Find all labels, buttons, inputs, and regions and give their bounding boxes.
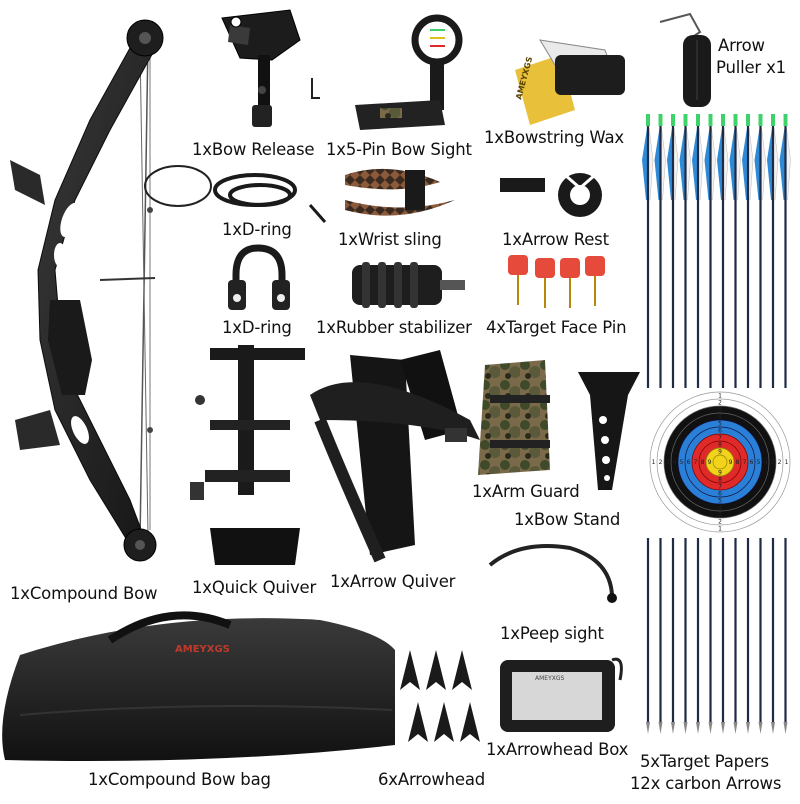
bag-brand-text: AMEYXGS — [175, 644, 230, 655]
arm-guard-image — [478, 360, 550, 475]
target-number-6-1: 6 — [687, 459, 691, 466]
label-peep-sight: 1xPeep sight — [500, 624, 604, 643]
target-number-2-3: 2 — [718, 519, 722, 526]
label-arrow-puller-2: Puller x1 — [716, 58, 786, 77]
target-number-9-2: 9 — [718, 449, 722, 456]
target-number-3-2: 3 — [718, 407, 722, 414]
target-number-1-3: 1 — [718, 526, 722, 533]
d-ring-metal-image — [228, 244, 290, 310]
target-number-5-0: 5 — [757, 459, 761, 466]
target-number-3-0: 3 — [771, 459, 775, 466]
label-carbon-arrows: 12x carbon Arrows — [630, 774, 782, 793]
target-number-1-2: 1 — [718, 393, 722, 400]
carbon-arrows-image — [642, 114, 791, 734]
compound-bow-image — [10, 19, 164, 562]
target-number-7-0: 7 — [743, 459, 747, 466]
target-number-3-3: 3 — [718, 512, 722, 519]
arrow-rest-image — [500, 173, 602, 217]
label-quick-quiver: 1xQuick Quiver — [192, 578, 317, 597]
box-brand-text: AMEYXGS — [535, 675, 564, 682]
label-d-ring-1: 1xD-ring — [222, 220, 292, 239]
label-wrist-sling: 1xWrist sling — [338, 230, 442, 249]
bow-sight-image — [355, 14, 463, 130]
target-number-1-1: 1 — [652, 459, 656, 466]
target-number-8-2: 8 — [718, 442, 722, 449]
label-rubber-stabilizer: 1xRubber stabilizer — [316, 318, 472, 337]
bow-release-image — [221, 9, 320, 127]
label-bow-sight: 1x5-Pin Bow Sight — [326, 140, 472, 159]
label-target-papers: 5xTarget Papers — [640, 752, 769, 771]
label-bow-release: 1xBow Release — [192, 140, 315, 159]
arrow-12 — [779, 114, 791, 734]
arrow-5 — [692, 114, 704, 734]
label-bowstring-wax: 1xBowstring Wax — [484, 128, 624, 147]
peep-sight-image — [488, 544, 617, 603]
target-face-pins-image — [508, 255, 605, 308]
label-compound-bow-bag: 1xCompound Bow bag — [88, 770, 271, 789]
label-arrowhead: 6xArrowhead — [378, 770, 486, 789]
arrowhead-box-image: AMEYXGS — [500, 657, 623, 732]
target-number-6-0: 6 — [750, 459, 754, 466]
d-ring-cord-image — [144, 165, 327, 223]
target-number-7-3: 7 — [718, 484, 722, 491]
arrow-8 — [729, 114, 741, 734]
target-number-4-2: 4 — [718, 414, 722, 421]
target-number-8-3: 8 — [718, 477, 722, 484]
arrow-6 — [704, 114, 716, 734]
target-number-3-1: 3 — [666, 459, 670, 466]
target-number-2-1: 2 — [659, 459, 663, 466]
compound-bow-bag-image: AMEYXGS — [2, 611, 396, 761]
target-number-5-2: 5 — [718, 421, 722, 428]
label-arrow-puller-1: Arrow — [718, 36, 765, 55]
arrow-10 — [754, 114, 766, 734]
label-arm-guard: 1xArm Guard — [472, 482, 580, 501]
target-number-9-3: 9 — [718, 470, 722, 477]
target-number-6-3: 6 — [718, 491, 722, 498]
label-arrowhead-box: 1xArrowhead Box — [486, 740, 629, 759]
target-number-4-0: 4 — [764, 459, 768, 466]
arrow-3 — [667, 114, 679, 734]
arrow-puller-image — [659, 12, 711, 107]
label-target-face-pin: 4xTarget Face Pin — [486, 318, 627, 337]
target-number-7-2: 7 — [718, 435, 722, 442]
label-bow-stand: 1xBow Stand — [514, 510, 621, 529]
label-compound-bow: 1xCompound Bow — [10, 584, 158, 603]
target-number-4-3: 4 — [718, 505, 722, 512]
target-number-6-2: 6 — [718, 428, 722, 435]
arrowheads-image — [400, 650, 480, 742]
arrow-1 — [642, 114, 654, 734]
target-number-9-0: 9 — [729, 459, 733, 466]
label-d-ring-2: 1xD-ring — [222, 318, 292, 337]
bowstring-wax-image: AMEYXGS — [514, 39, 625, 125]
target-number-9-1: 9 — [708, 459, 712, 466]
target-number-8-0: 8 — [736, 459, 740, 466]
target-number-2-0: 2 — [778, 459, 782, 466]
arrow-quiver-image — [310, 350, 480, 563]
arrow-2 — [654, 114, 666, 734]
label-arrow-quiver: 1xArrow Quiver — [330, 572, 456, 591]
target-number-7-1: 7 — [694, 459, 698, 466]
target-number-8-1: 8 — [701, 459, 705, 466]
wrist-sling-image — [345, 168, 455, 216]
target-number-2-2: 2 — [718, 400, 722, 407]
arrow-4 — [679, 114, 691, 734]
target-number-5-3: 5 — [718, 498, 722, 505]
arrow-11 — [767, 114, 779, 734]
target-number-4-1: 4 — [673, 459, 677, 466]
target-ring-10 — [712, 454, 728, 470]
label-arrow-rest: 1xArrow Rest — [502, 230, 609, 249]
target-number-5-1: 5 — [680, 459, 684, 466]
arrow-9 — [742, 114, 754, 734]
rubber-stabilizer-image — [352, 262, 465, 308]
target-number-1-0: 1 — [785, 459, 789, 466]
arrow-7 — [717, 114, 729, 734]
quick-quiver-image — [190, 345, 305, 565]
bow-stand-image — [578, 372, 640, 490]
